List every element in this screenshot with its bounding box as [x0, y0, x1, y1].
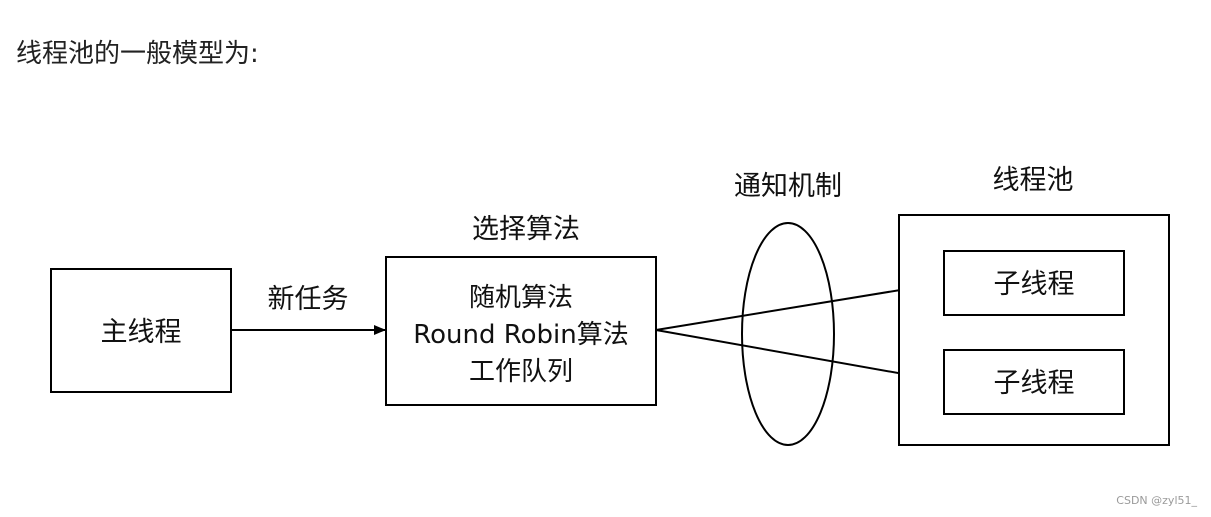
dispatch-arrow-top	[655, 279, 944, 331]
notification-label: 通知机制	[734, 171, 842, 202]
dispatch-arrow-bottom	[655, 329, 944, 384]
notification-ellipse	[741, 222, 835, 446]
main-thread-label: 主线程	[101, 317, 182, 348]
worker-thread-label-2: 子线程	[994, 368, 1075, 399]
worker-thread-box-2	[943, 349, 1125, 415]
page-heading: 线程池的一般模型为:	[16, 39, 259, 69]
main-thread-box	[50, 268, 232, 393]
worker-thread-box-1	[943, 250, 1125, 316]
selection-item-round-robin: Round Robin算法	[413, 320, 629, 350]
watermark: CSDN @zyl51_	[1116, 494, 1197, 507]
thread-pool-title: 线程池	[993, 165, 1074, 196]
worker-thread-label-1: 子线程	[994, 269, 1075, 300]
selection-title: 选择算法	[472, 214, 580, 245]
selection-item-random: 随机算法	[469, 283, 573, 313]
selection-box	[385, 256, 657, 406]
selection-item-work-queue: 工作队列	[469, 357, 573, 387]
new-task-label: 新任务	[268, 284, 349, 315]
